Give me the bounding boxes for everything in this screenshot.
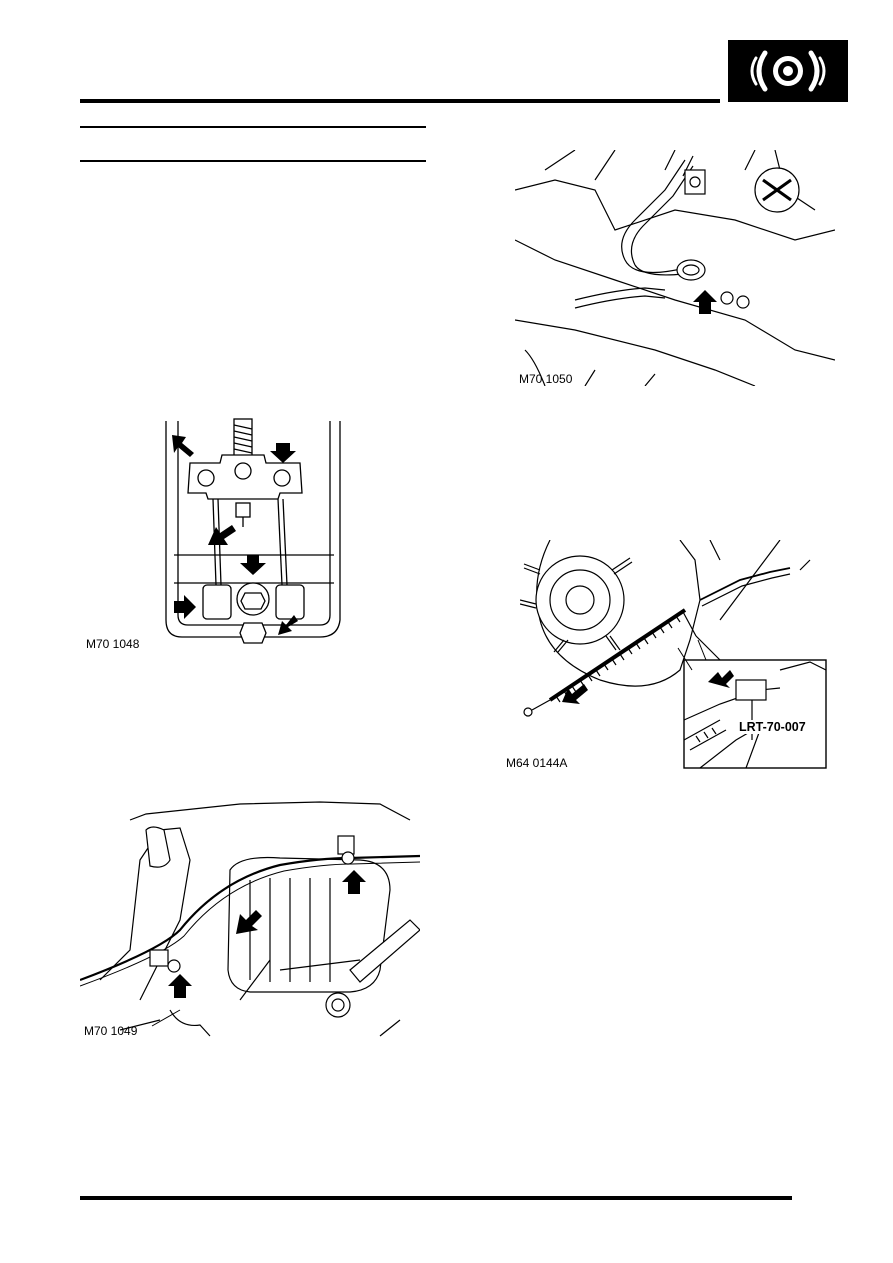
brake-section-badge <box>728 40 848 102</box>
footer-rule <box>80 1196 792 1200</box>
special-tool-label: LRT-70-007 <box>738 720 807 734</box>
handbrake-lever-illustration <box>165 418 341 644</box>
section-rule-top <box>80 126 426 128</box>
rear-hub-illustration <box>520 540 827 769</box>
figure-label: M64 0144A <box>506 756 568 770</box>
figure-label: M70 1048 <box>86 637 140 651</box>
figure-rear-hub: LRT-70-007 M64 0144A <box>506 540 830 770</box>
figure-label: M70 1049 <box>84 1024 138 1038</box>
figure-cable-underbody: M70 1049 <box>80 800 420 1040</box>
figure-handbrake-lever: M70 1048 <box>86 415 360 675</box>
figure-label: M70 1050 <box>519 372 573 386</box>
cable-grommet-illustration <box>515 150 835 386</box>
header-rule <box>80 99 720 103</box>
cable-underbody-illustration <box>80 801 420 1037</box>
section-rule-bottom <box>80 160 426 162</box>
brake-disc-icon <box>750 50 826 92</box>
figure-cable-grommet: M70 1050 <box>515 150 835 386</box>
